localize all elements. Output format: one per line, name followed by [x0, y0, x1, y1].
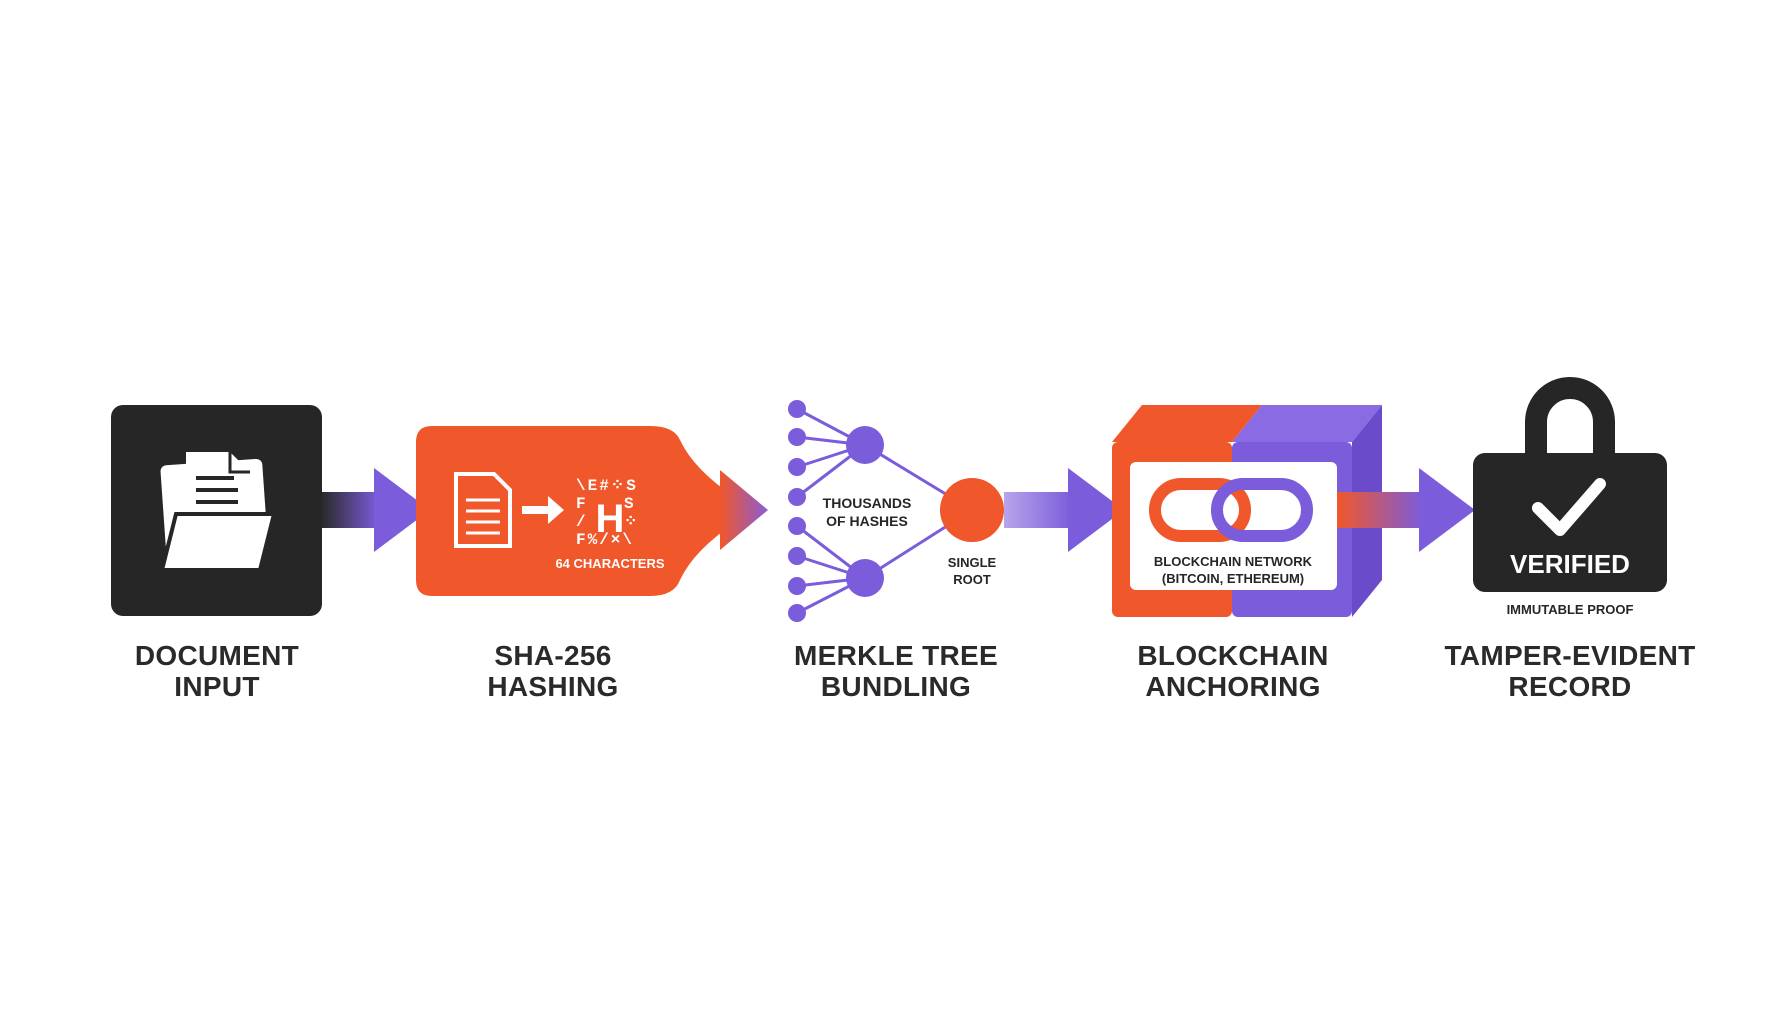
- step-label-line: RECORD: [1508, 671, 1632, 702]
- document-icon: [454, 472, 512, 548]
- step-label-line: ANCHORING: [1145, 671, 1321, 702]
- hash-caption: 64 CHARACTERS: [555, 556, 664, 571]
- hash-icon: H \E#⁘S F S / ⁘ F%/×\: [576, 477, 638, 549]
- arrow-3: [1004, 468, 1124, 552]
- transform-arrow-icon: [522, 496, 564, 524]
- verified-badge: VERIFIED: [1510, 549, 1630, 579]
- step-label-line: BUNDLING: [820, 671, 972, 702]
- merkle-root-node: [940, 478, 1004, 542]
- svg-text:H: H: [596, 497, 625, 541]
- step-label-line: TAMPER-EVIDENT: [1444, 640, 1696, 671]
- merkle-caption-2: OF HASHES: [826, 513, 908, 529]
- step-label-hashing: SHA-256 HASHING: [393, 640, 713, 702]
- arrow-4: [1337, 468, 1475, 552]
- merkle-caption-1: THOUSANDS: [823, 495, 912, 511]
- step-label-line: HASHING: [487, 671, 619, 702]
- chain-link-icon: [1149, 478, 1313, 542]
- document-input-tile: [111, 405, 322, 616]
- step-label-line: SHA-256: [494, 640, 612, 671]
- root-caption-2: ROOT: [953, 572, 991, 587]
- hash-glyphs-2: F S: [576, 495, 634, 513]
- hashing-tile: H \E#⁘S F S / ⁘ F%/×\ 64 CHARACTERS: [416, 426, 768, 596]
- step-label-line: MERKLE TREE: [794, 640, 998, 671]
- padlock-check-icon: VERIFIED: [1473, 377, 1667, 592]
- network-caption-1: BLOCKCHAIN NETWORK: [1154, 554, 1313, 569]
- hash-glyphs-1: \E#⁘S: [576, 477, 638, 495]
- sha-arrow-head: [720, 470, 768, 550]
- step-label-line: BLOCKCHAIN: [1137, 640, 1329, 671]
- arrow-1: [322, 468, 430, 552]
- immutable-proof-caption: IMMUTABLE PROOF: [1507, 602, 1634, 617]
- network-caption-2: (BITCOIN, ETHEREUM): [1162, 571, 1304, 586]
- folder-document-icon: [159, 452, 277, 572]
- merkle-tree-icon: THOUSANDS OF HASHES SINGLE ROOT: [788, 400, 1004, 622]
- step-label-document-input: DOCUMENT INPUT: [57, 640, 377, 702]
- hash-glyphs-3: / ⁘: [576, 513, 637, 531]
- step-label-merkle: MERKLE TREE BUNDLING: [736, 640, 1056, 702]
- step-label-line: DOCUMENT: [134, 640, 300, 671]
- step-label-blockchain: BLOCKCHAIN ANCHORING: [1073, 640, 1393, 702]
- check-icon: [1532, 478, 1606, 536]
- step-label-record: TAMPER-EVIDENT RECORD: [1410, 640, 1730, 702]
- step-label-line: INPUT: [174, 671, 260, 702]
- blockchain-block: BLOCKCHAIN NETWORK (BITCOIN, ETHEREUM): [1112, 405, 1382, 617]
- root-caption-1: SINGLE: [948, 555, 997, 570]
- hash-glyphs-4: F%/×\: [576, 531, 634, 549]
